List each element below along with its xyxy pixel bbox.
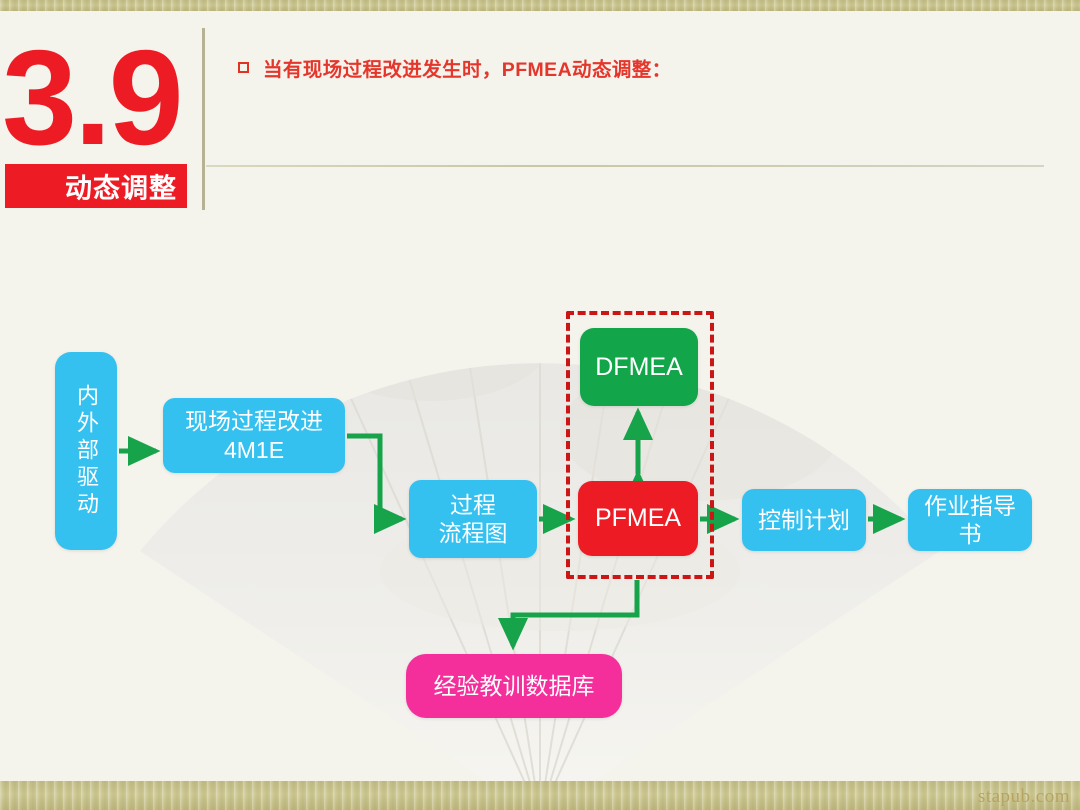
flow-node-work-instruction[interactable]: 作业指导 书	[908, 489, 1032, 551]
flow-node-improve[interactable]: 现场过程改进 4M1E	[163, 398, 345, 473]
flow-node-improve-line1: 现场过程改进	[185, 408, 323, 435]
section-title-block: 3.9 动态调整	[0, 30, 196, 210]
flow-node-flowmap-line1: 过程	[450, 491, 496, 518]
flow-node-lessons-db[interactable]: 经验教训数据库	[406, 654, 622, 718]
horizontal-divider	[206, 165, 1044, 167]
flow-node-flowmap-line2: 流程图	[438, 520, 508, 546]
flow-node-control[interactable]: 控制计划	[742, 489, 866, 551]
flow-node-improve-line2: 4M1E	[223, 436, 285, 463]
flow-node-flowmap[interactable]: 过程 流程图	[409, 480, 537, 558]
section-number: 3.9	[2, 22, 184, 173]
header-text: 当有现场过程改进发生时，PFMEA动态调整：	[263, 59, 672, 81]
flow-node-pfmea[interactable]: PFMEA	[578, 481, 698, 556]
flow-node-wi-line2: 书	[958, 521, 982, 547]
frame-band-bottom	[0, 781, 1080, 810]
section-label: 动态调整	[65, 173, 177, 204]
edge-improve-flowmap	[347, 433, 407, 534]
slide-header: 当有现场过程改进发生时，PFMEA动态调整：	[238, 53, 672, 82]
square-bullet-icon	[238, 62, 249, 73]
section-label-ribbon: 动态调整	[5, 164, 187, 208]
edge-pfmea-lessons	[498, 580, 640, 651]
vertical-divider	[202, 28, 205, 210]
flow-node-drive[interactable]: 内外部驱动	[55, 352, 117, 550]
site-watermark: stapub.com	[977, 786, 1070, 807]
highlight-group-dashed-box	[566, 311, 714, 579]
frame-band-top	[0, 0, 1080, 11]
flow-node-wi-line1: 作业指导	[924, 492, 1016, 519]
flow-node-dfmea[interactable]: DFMEA	[580, 328, 698, 406]
